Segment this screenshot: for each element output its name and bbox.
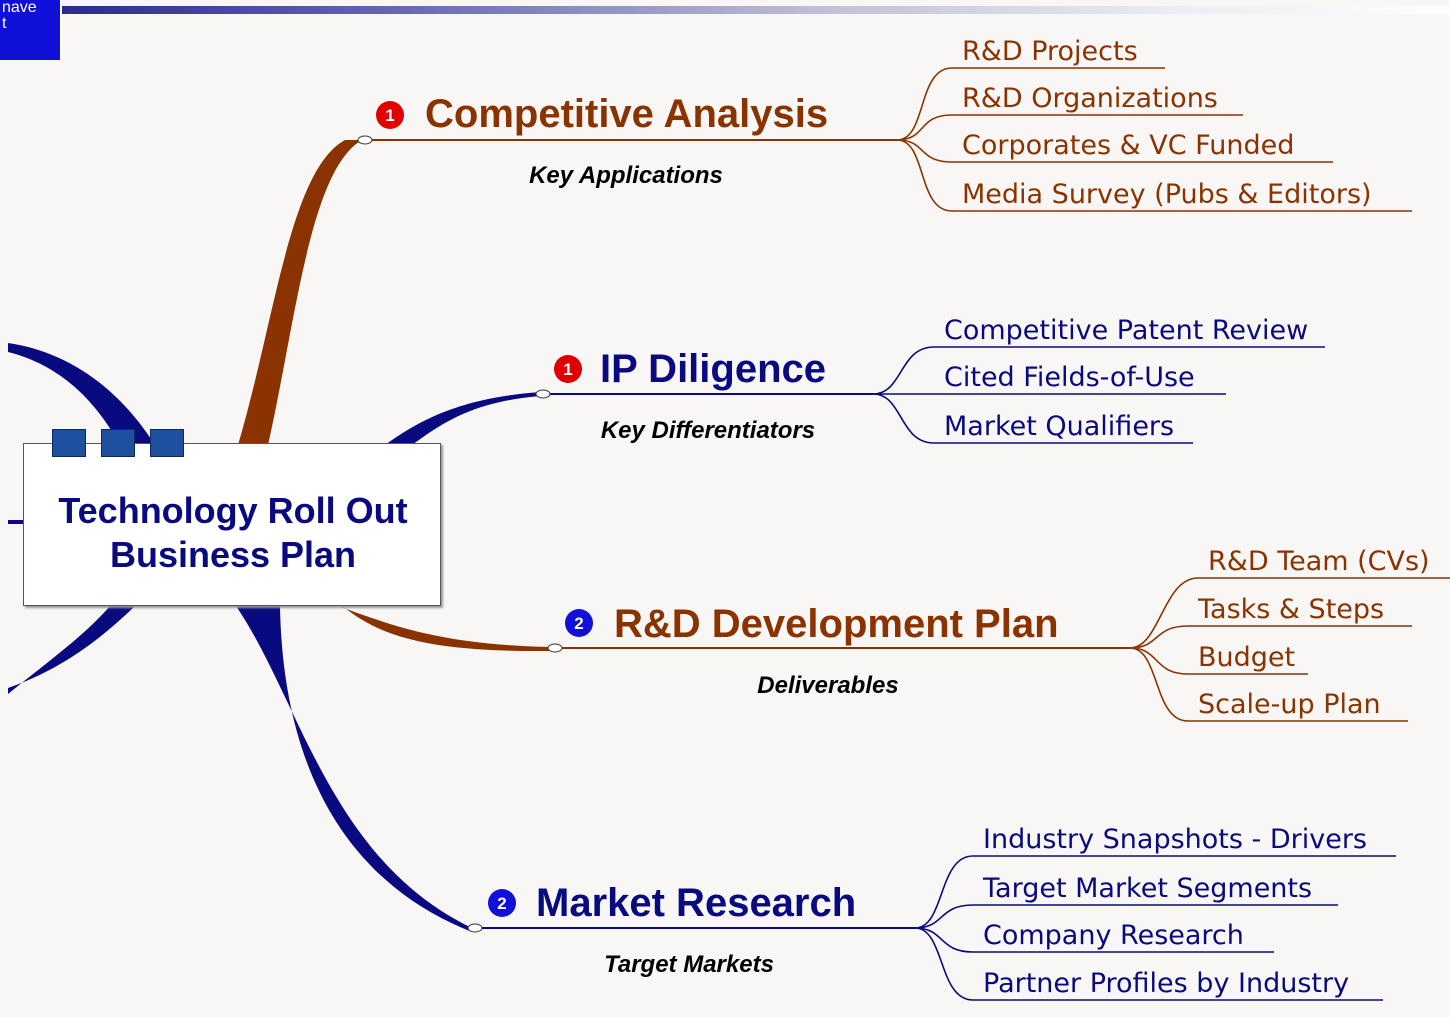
branch-subtitle: Deliverables — [757, 672, 898, 699]
priority-badge-icon — [554, 355, 582, 383]
trunk-left-middle — [8, 520, 24, 524]
leaf-connector — [914, 904, 1338, 929]
topic-tab-2 — [101, 429, 135, 457]
corner-nav-label[interactable]: nave t — [0, 0, 60, 60]
branch-connector — [547, 643, 563, 653]
priority-badge-number: 1 — [385, 106, 394, 125]
topic-tab-1 — [52, 429, 86, 457]
leaf-connector — [1129, 577, 1450, 649]
priority-badge-number: 2 — [574, 614, 583, 633]
leaf-topic[interactable]: Partner Profiles by Industry — [983, 968, 1349, 999]
branch-subtitle: Target Markets — [604, 951, 774, 978]
leaf-topic[interactable]: Market Qualifiers — [944, 411, 1174, 442]
corner-area: nave t — [0, 0, 62, 60]
trunk-left-upper — [8, 343, 155, 445]
leaf-topic[interactable]: R&D Projects — [962, 36, 1138, 67]
leaf-connector — [914, 927, 1383, 1001]
central-topic[interactable]: Technology Roll Out Business Plan — [23, 443, 441, 606]
branch-connector — [357, 135, 373, 145]
leaf-topic[interactable]: Media Survey (Pubs & Editors) — [962, 179, 1372, 210]
leaf-topic[interactable]: Budget — [1198, 642, 1295, 673]
priority-badge-icon — [488, 889, 516, 917]
leaf-topic[interactable]: Industry Snapshots - Drivers — [983, 824, 1367, 855]
priority-badge-number: 2 — [497, 894, 506, 913]
branch-connector — [535, 389, 551, 399]
leaf-topic[interactable]: Scale-up Plan — [1198, 689, 1381, 720]
leaf-topic[interactable]: Competitive Patent Review — [944, 315, 1308, 346]
branch-title[interactable]: R&D Development Plan — [614, 602, 1059, 646]
leaf-connector — [1129, 625, 1412, 649]
branch-connector — [467, 923, 483, 933]
central-topic-line1: Technology Roll Out — [58, 490, 408, 531]
trunk-market-research — [236, 606, 472, 932]
priority-badge-icon — [565, 609, 593, 637]
leaf-connector — [896, 114, 1243, 141]
central-topic-line2: Business Plan — [109, 534, 357, 575]
leaf-connector — [872, 393, 1193, 444]
leaf-topic[interactable]: Cited Fields-of-Use — [944, 362, 1195, 393]
trunk-rd-development — [330, 603, 552, 652]
trunk-left-lower — [8, 606, 135, 694]
leaf-topic[interactable]: R&D Organizations — [962, 83, 1218, 114]
trunk-competitive-analysis — [238, 140, 362, 445]
central-topic-title: Technology Roll Out Business Plan — [24, 489, 442, 577]
priority-badge-icon — [376, 101, 404, 129]
leaf-topic[interactable]: Target Market Segments — [982, 873, 1312, 904]
branch-subtitle: Key Applications — [529, 162, 723, 189]
leaf-connector — [896, 67, 1165, 141]
leaf-topic[interactable]: Tasks & Steps — [1197, 594, 1384, 625]
leaf-connector — [1129, 647, 1308, 675]
leaf-topic[interactable]: Corporates & VC Funded — [962, 130, 1294, 161]
trunk-ip-diligence — [385, 392, 540, 445]
leaf-connector — [896, 139, 1412, 212]
branch-title[interactable]: Market Research — [536, 881, 856, 925]
topic-tab-3 — [150, 429, 184, 457]
branch-title[interactable]: Competitive Analysis — [425, 92, 828, 136]
leaf-topic[interactable]: R&D Team (CVs) — [1208, 546, 1430, 577]
leaf-topic[interactable]: Company Research — [983, 920, 1244, 951]
title-bar-gradient — [62, 6, 1450, 14]
leaf-connector — [1129, 647, 1408, 722]
leaf-connector — [896, 139, 1333, 163]
branch-title[interactable]: IP Diligence — [600, 347, 826, 391]
priority-badge-number: 1 — [563, 360, 572, 379]
leaf-connector — [914, 855, 1396, 929]
leaf-connector — [872, 346, 1325, 395]
branch-subtitle: Key Differentiators — [601, 417, 815, 444]
leaf-connector — [914, 927, 1274, 953]
